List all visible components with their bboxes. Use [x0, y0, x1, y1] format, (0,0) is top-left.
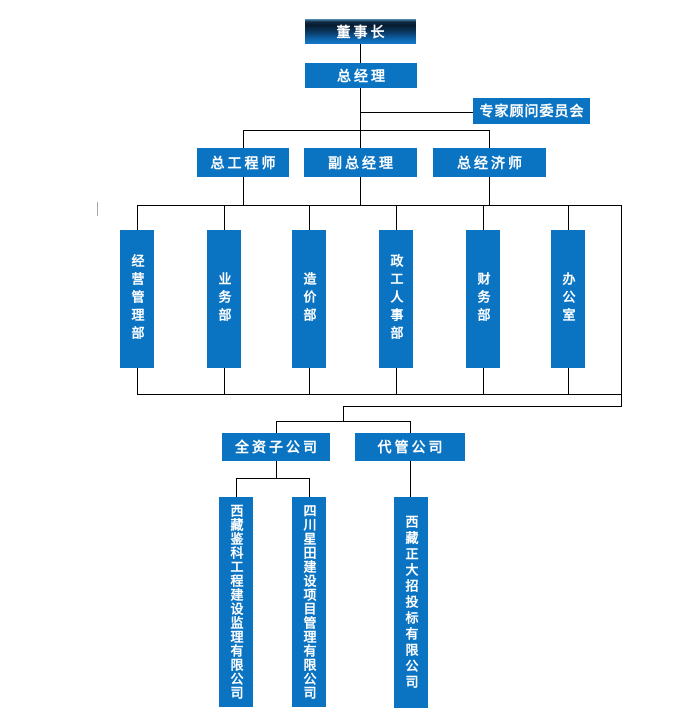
- node-managed-companies: 代管公司: [355, 433, 465, 461]
- connector-line: [236, 478, 310, 479]
- connector-line: [360, 44, 361, 63]
- node-dept-cost-estimation: 造价部: [292, 230, 326, 368]
- connector-line: [243, 130, 244, 148]
- connector-line: [276, 461, 277, 478]
- connector-line: [276, 421, 411, 422]
- node-dept-business: 业务部: [207, 230, 241, 368]
- connector-line: [360, 177, 361, 206]
- node-advisory-committee: 专家顾问委员会: [473, 98, 590, 124]
- stray-tick-line: [97, 202, 98, 216]
- connector-line: [137, 205, 622, 206]
- node-dept-business-management: 经营管理部: [120, 230, 154, 368]
- connector-line: [396, 205, 397, 230]
- connector-line: [410, 421, 411, 433]
- node-company-tibet-zhengda: 西藏正大招投标有限公司: [394, 497, 428, 708]
- node-dept-finance: 财务部: [466, 230, 500, 368]
- node-wholly-owned-subsidiaries: 全资子公司: [222, 433, 330, 461]
- connector-line: [276, 421, 277, 433]
- node-chief-economist: 总经济师: [433, 148, 546, 177]
- connector-line: [137, 394, 622, 395]
- connector-line: [243, 177, 244, 206]
- node-deputy-general-manager: 副总经理: [304, 148, 417, 177]
- connector-line: [568, 368, 569, 394]
- node-dept-office: 办公室: [551, 230, 585, 368]
- connector-line: [360, 112, 473, 113]
- node-company-tibet-jianke: 西藏鉴科工程建设监理有限公司: [219, 497, 253, 707]
- connector-line: [236, 478, 237, 497]
- connector-line: [483, 368, 484, 394]
- connector-line: [489, 177, 490, 206]
- node-general-manager: 总经理: [305, 63, 417, 88]
- connector-line: [309, 205, 310, 230]
- connector-line: [243, 130, 490, 131]
- connector-line: [568, 205, 569, 230]
- connector-line: [410, 461, 411, 497]
- connector-line: [483, 205, 484, 230]
- node-chairman: 董事长: [305, 19, 416, 44]
- connector-line: [224, 368, 225, 394]
- node-dept-political-personnel: 政工人事部: [379, 230, 413, 368]
- connector-line: [396, 368, 397, 394]
- connector-line: [224, 205, 225, 230]
- connector-line: [309, 478, 310, 497]
- node-chief-engineer: 总工程师: [197, 148, 289, 177]
- connector-line: [343, 406, 622, 407]
- connector-line: [621, 205, 622, 407]
- connector-line: [489, 130, 490, 148]
- connector-line: [360, 88, 361, 148]
- connector-line: [137, 205, 138, 230]
- node-company-sichuan-xingtian: 四川星田建设项目管理有限公司: [292, 497, 326, 707]
- connector-line: [343, 406, 344, 421]
- connector-line: [137, 368, 138, 394]
- connector-line: [309, 368, 310, 394]
